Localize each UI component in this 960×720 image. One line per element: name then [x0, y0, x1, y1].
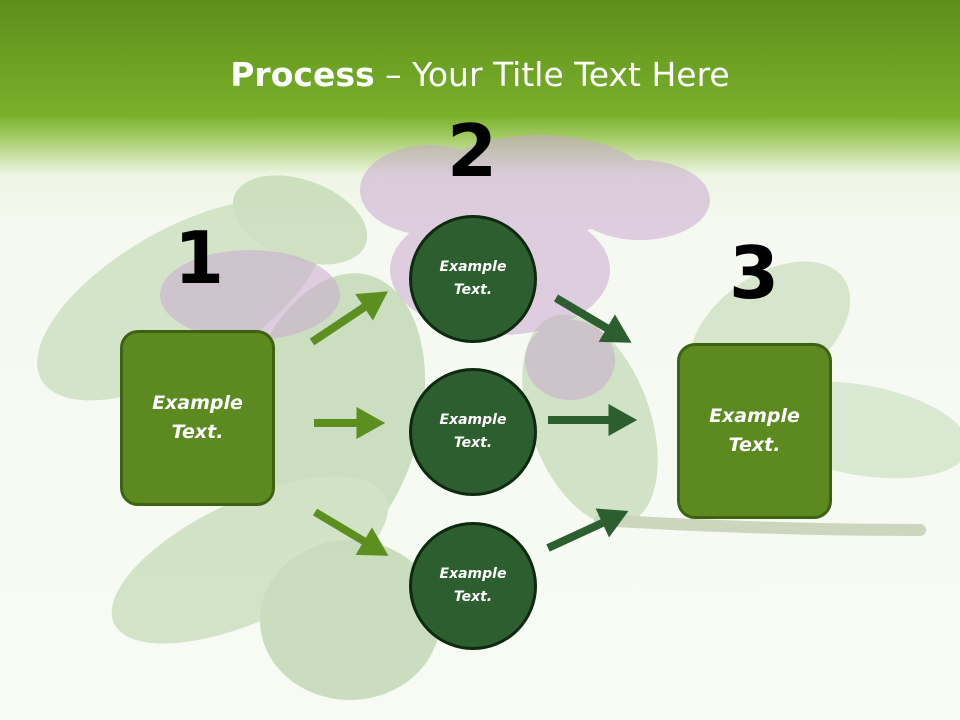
- step-number-3: 3: [728, 231, 780, 315]
- circle-middle-text-line2: Text.: [453, 435, 493, 451]
- step-1-text-line1: Example: [152, 392, 243, 414]
- arrow-step1-to-bottom: [312, 508, 389, 556]
- step-number-2: 2: [446, 109, 498, 193]
- title-bold: Process: [230, 55, 375, 94]
- step-3-box: Example Text.: [677, 343, 832, 519]
- process-circle-top: Example Text.: [409, 215, 537, 343]
- circle-bottom-text-line2: Text.: [453, 589, 493, 605]
- arrow-bottom-to-step3: [546, 508, 629, 552]
- arrow-step1-to-top: [309, 291, 388, 346]
- step-1-text-line2: Text.: [171, 421, 224, 443]
- process-circle-middle: Example Text.: [409, 368, 537, 496]
- slide-title: Process – Your Title Text Here: [0, 50, 960, 100]
- step-3-text-line1: Example: [709, 405, 800, 427]
- circle-top-text-line1: Example: [439, 259, 507, 275]
- step-1-box: Example Text.: [120, 330, 275, 506]
- title-rest: – Your Title Text Here: [374, 55, 730, 94]
- circle-top-text-line2: Text.: [453, 282, 493, 298]
- step-number-1: 1: [173, 216, 225, 300]
- process-circle-bottom: Example Text.: [409, 522, 537, 650]
- arrow-top-to-step3: [553, 294, 632, 343]
- step-3-text-line2: Text.: [728, 434, 781, 456]
- circle-middle-text-line1: Example: [439, 412, 507, 428]
- circle-bottom-text-line1: Example: [439, 566, 507, 582]
